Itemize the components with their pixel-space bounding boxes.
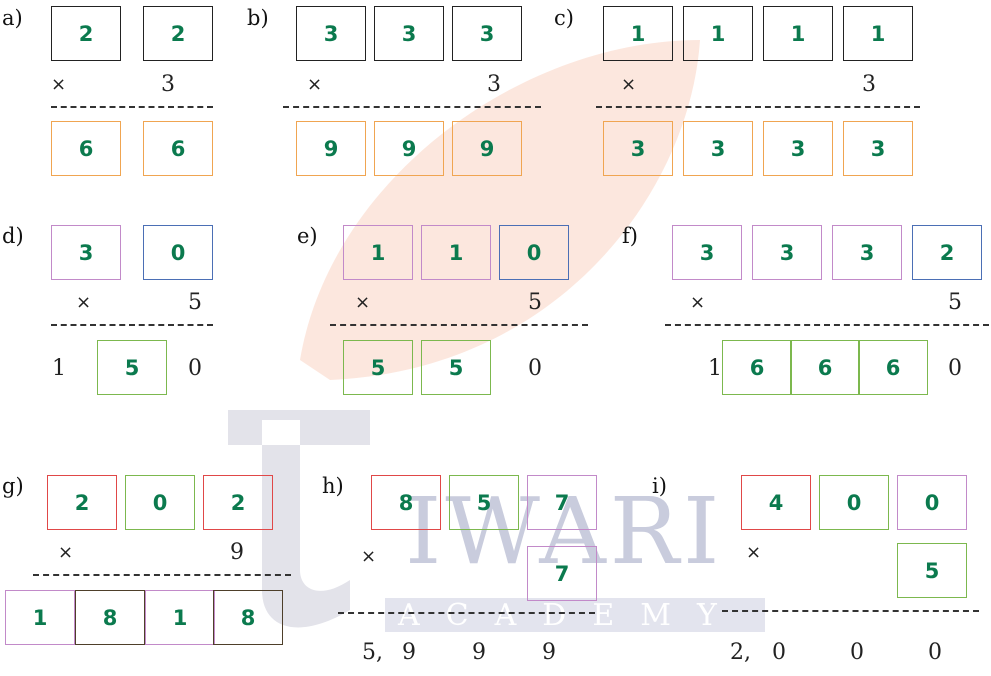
problem-label: b)	[247, 6, 269, 30]
multiplier: 5	[948, 290, 962, 315]
result-box: 6	[722, 340, 792, 395]
separator-line	[283, 106, 541, 108]
digit-box: 1	[843, 6, 913, 61]
digit-box: 3	[452, 6, 522, 61]
result-box: 6	[51, 121, 121, 176]
result-box: 5	[421, 340, 491, 395]
digit-box: 1	[421, 225, 491, 280]
result-box: 3	[683, 121, 753, 176]
separator-line	[722, 610, 979, 612]
result-digit: 9	[542, 640, 556, 665]
separator-line	[338, 612, 595, 614]
digit-box: 1	[763, 6, 833, 61]
digit-box: 3	[51, 225, 121, 280]
result-box: 6	[858, 340, 928, 395]
result-digit: 0	[928, 640, 942, 665]
result-box: 1	[5, 590, 75, 645]
digit-box: 3	[752, 225, 822, 280]
times-sign: ×	[355, 292, 371, 313]
times-sign: ×	[690, 292, 706, 313]
digit-box: 7	[527, 475, 597, 530]
digit-box: 0	[819, 475, 889, 530]
problem-label: h)	[322, 474, 344, 498]
times-sign: ×	[361, 546, 377, 567]
result-box: 1	[145, 590, 215, 645]
digit-box: 1	[343, 225, 413, 280]
multiplier: 3	[161, 72, 175, 97]
result-digit: 0	[528, 356, 542, 381]
digit-box: 2	[47, 475, 117, 530]
problem-label: a)	[2, 6, 23, 30]
result-digit: 1	[52, 356, 66, 381]
multiplier: 3	[862, 72, 876, 97]
multiplier: 3	[487, 72, 501, 97]
digit-box: 3	[296, 6, 366, 61]
result-digit: 0	[948, 356, 962, 381]
multiplier-box: 5	[897, 543, 967, 598]
digit-box: 1	[683, 6, 753, 61]
problem-label: f)	[622, 224, 638, 248]
times-sign: ×	[51, 74, 67, 95]
digit-box: 0	[125, 475, 195, 530]
result-box: 3	[603, 121, 673, 176]
separator-line	[33, 574, 291, 576]
result-digit: 9	[472, 640, 486, 665]
separator-line	[330, 324, 588, 326]
multiplier: 9	[230, 540, 244, 565]
multiplier: 5	[188, 290, 202, 315]
result-box: 5	[97, 340, 167, 395]
result-digit: 0	[772, 640, 786, 665]
digit-box: 3	[672, 225, 742, 280]
digit-box: 2	[203, 475, 273, 530]
result-box: 3	[763, 121, 833, 176]
digit-box: 0	[499, 225, 569, 280]
result-box: 8	[75, 590, 145, 645]
problem-label: e)	[297, 224, 318, 248]
result-box: 3	[843, 121, 913, 176]
result-box: 8	[213, 590, 283, 645]
watermark-subtitle-band	[385, 598, 765, 632]
result-box: 9	[452, 121, 522, 176]
result-box: 5	[343, 340, 413, 395]
result-box: 9	[374, 121, 444, 176]
problem-label: d)	[2, 224, 24, 248]
result-box: 9	[296, 121, 366, 176]
multiplier-box: 7	[527, 546, 597, 601]
problem-label: c)	[554, 6, 574, 30]
digit-box: 2	[912, 225, 982, 280]
times-sign: ×	[621, 74, 637, 95]
result-box: 6	[790, 340, 860, 395]
problem-label: i)	[652, 474, 667, 498]
times-sign: ×	[746, 542, 762, 563]
result-digit: 1	[708, 356, 722, 381]
separator-line	[665, 324, 989, 326]
watermark-subtitle: ACADEMY	[398, 598, 743, 633]
multiplier: 5	[528, 290, 542, 315]
result-digit: 5,	[362, 640, 383, 665]
digit-box: 2	[51, 6, 121, 61]
result-digit: 9	[402, 640, 416, 665]
result-digit: 0	[188, 356, 202, 381]
digit-box: 2	[143, 6, 213, 61]
digit-box: 0	[143, 225, 213, 280]
separator-line	[51, 106, 213, 108]
digit-box: 3	[832, 225, 902, 280]
digit-box: 4	[741, 475, 811, 530]
digit-box: 8	[371, 475, 441, 530]
times-sign: ×	[76, 292, 92, 313]
result-digit: 0	[850, 640, 864, 665]
digit-box: 0	[897, 475, 967, 530]
digit-box: 5	[449, 475, 519, 530]
digit-box: 3	[374, 6, 444, 61]
result-digit: 2,	[730, 640, 751, 665]
result-box: 6	[143, 121, 213, 176]
digit-box: 1	[603, 6, 673, 61]
times-sign: ×	[307, 74, 323, 95]
separator-line	[596, 106, 920, 108]
problem-label: g)	[2, 474, 24, 498]
times-sign: ×	[58, 542, 74, 563]
separator-line	[51, 324, 213, 326]
